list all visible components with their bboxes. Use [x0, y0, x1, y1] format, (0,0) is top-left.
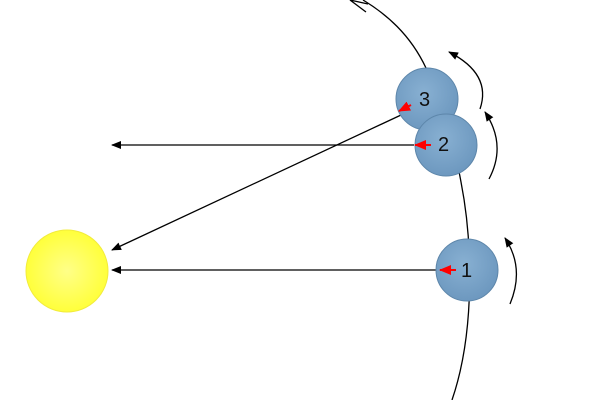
- planet-1-label: 1: [461, 260, 472, 282]
- orbit-path: [362, 0, 471, 400]
- rotation-arrow-1: [504, 237, 518, 305]
- sun: [25, 229, 109, 313]
- sun-direction-arrow-3: [111, 107, 417, 251]
- planet-2-label: 2: [438, 134, 449, 156]
- rotation-arrow-2: [484, 111, 498, 180]
- planet-2: 2: [414, 113, 478, 177]
- planet-3-facing-arrow: [398, 101, 412, 112]
- orbit-direction-arrowhead: [349, 0, 369, 13]
- planet-3-label: 3: [419, 89, 430, 111]
- rotation-arrow-3: [448, 51, 484, 110]
- planet-1: 1: [435, 238, 499, 302]
